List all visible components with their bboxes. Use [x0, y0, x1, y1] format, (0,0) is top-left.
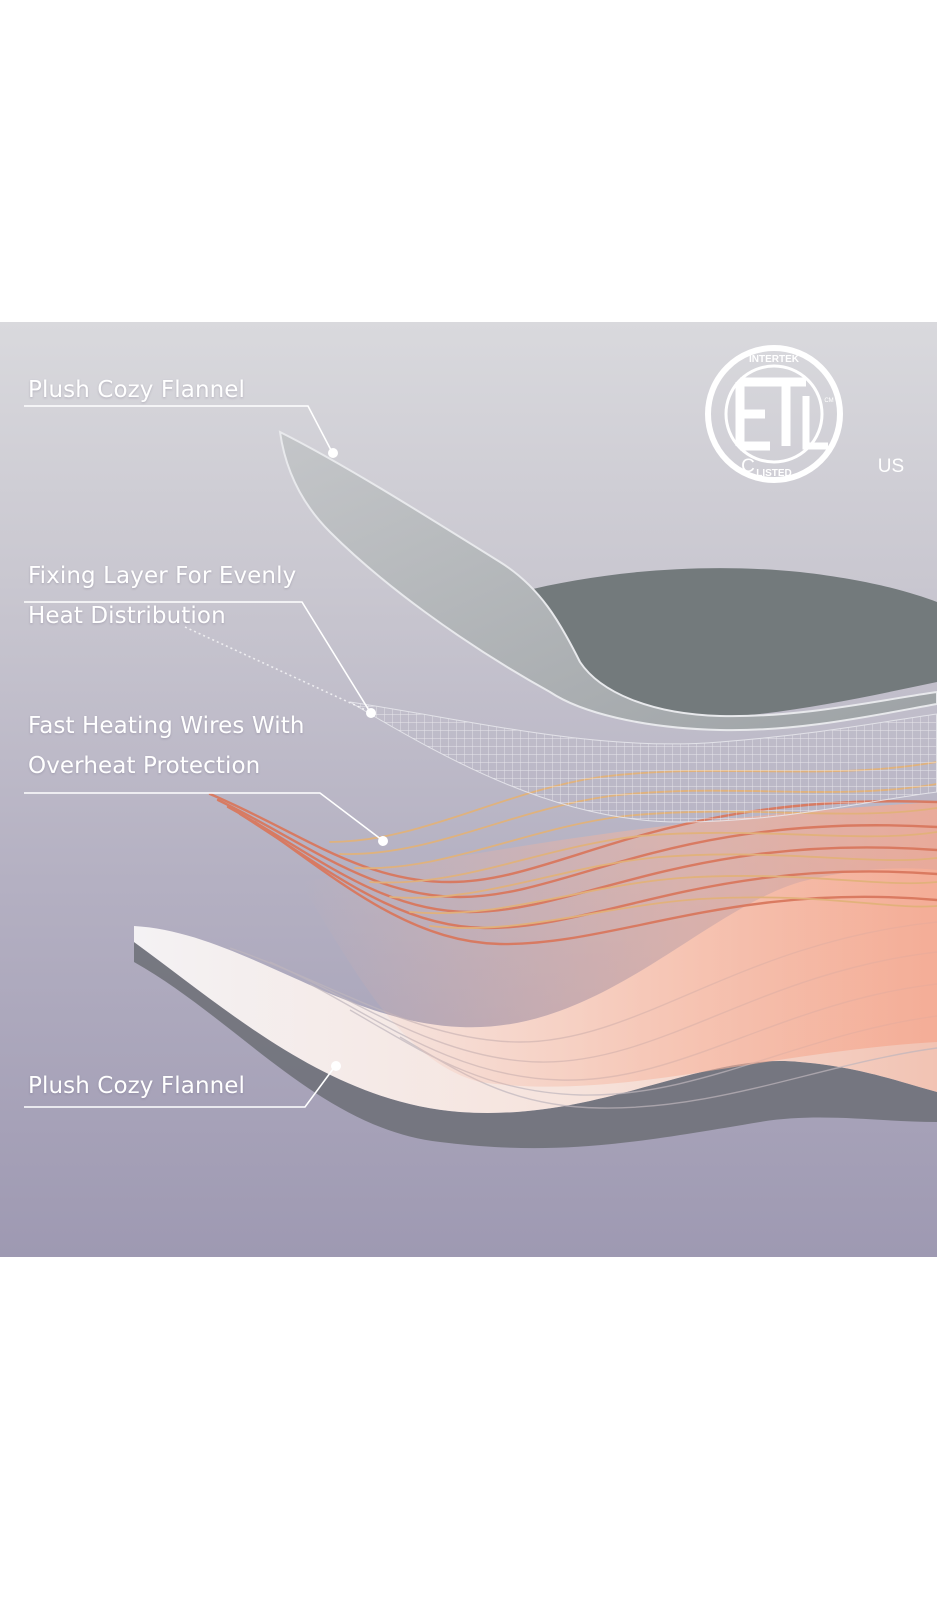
etl-left-text: C — [741, 456, 755, 477]
product-illustration-panel: INTERTEK LISTED CM C US Plush Cozy Flann… — [0, 322, 937, 1257]
callout-bottom-flannel: Plush Cozy Flannel — [28, 1066, 245, 1106]
etl-arc-bottom-text: LISTED — [756, 468, 792, 479]
etl-listed-mark: INTERTEK LISTED CM C US — [705, 345, 904, 483]
callout-line: Plush Cozy Flannel — [28, 1073, 246, 1099]
top-flannel-sheet — [278, 430, 937, 732]
top-flannel-fuzz — [519, 568, 937, 717]
callout-top-flannel: Plush Cozy Flannel — [28, 370, 245, 410]
callout-leaders — [24, 405, 383, 1108]
bottom-flannel-fuzz — [134, 942, 937, 1149]
callout-line: Fast Heating Wires With — [28, 713, 305, 739]
etl-right-text: US — [878, 456, 904, 477]
callout-fixing-layer: Fixing Layer For Evenly Heat Distributio… — [28, 556, 296, 636]
callout-heating-wires: Fast Heating Wires With Overheat Protect… — [28, 706, 305, 786]
heat-glow — [300, 802, 937, 1087]
layer-illustration: INTERTEK LISTED CM C US — [24, 345, 937, 1149]
callout-line: Heat Distribution — [28, 603, 226, 629]
callout-line: Plush Cozy Flannel — [28, 377, 246, 403]
callout-line: Overheat Protection — [28, 753, 261, 779]
etl-arc-top-text: INTERTEK — [749, 354, 800, 365]
callout-dots — [328, 448, 388, 1071]
callout-line: Fixing Layer For Evenly — [28, 563, 297, 589]
etl-small-mark: CM — [824, 398, 833, 404]
